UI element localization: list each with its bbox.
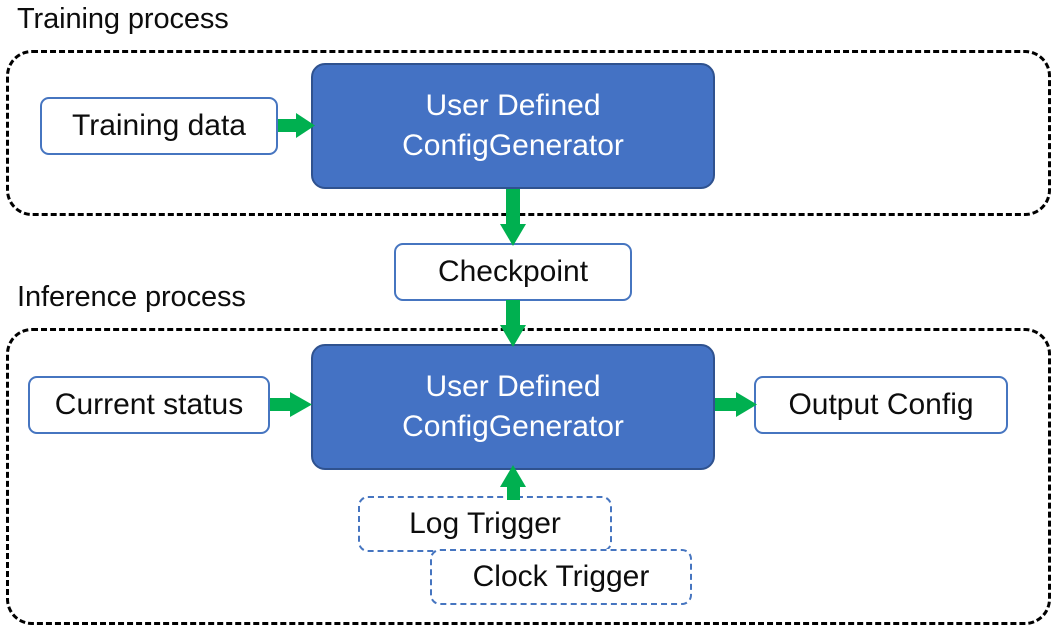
node-training-config-generator-line1: User Defined [425, 89, 601, 123]
node-output-config-label: Output Config [788, 388, 974, 422]
training-process-container [6, 50, 1051, 216]
node-inference-config-generator-line2: ConfigGenerator [402, 410, 624, 443]
node-training-data[interactable]: Training data [40, 97, 278, 155]
node-checkpoint-label: Checkpoint [437, 255, 589, 289]
node-log-trigger[interactable]: Log Trigger [358, 496, 612, 552]
inference-process-container [6, 328, 1051, 625]
node-current-status-label: Current status [54, 388, 244, 422]
inference-process-label: Inference process [17, 281, 246, 313]
node-training-config-generator-line2: ConfigGenerator [402, 129, 624, 162]
node-clock-trigger[interactable]: Clock Trigger [430, 549, 692, 605]
node-clock-trigger-label: Clock Trigger [472, 560, 650, 594]
node-log-trigger-label: Log Trigger [409, 507, 561, 541]
node-training-data-label: Training data [72, 109, 246, 143]
node-checkpoint[interactable]: Checkpoint [394, 243, 632, 301]
node-output-config[interactable]: Output Config [754, 376, 1008, 434]
training-process-label: Training process [17, 3, 229, 35]
node-training-config-generator[interactable]: User Defined ConfigGenerator [311, 63, 715, 189]
node-inference-config-generator[interactable]: User Defined ConfigGenerator [311, 344, 715, 470]
node-inference-config-generator-line1: User Defined [425, 370, 601, 404]
node-current-status[interactable]: Current status [28, 376, 270, 434]
